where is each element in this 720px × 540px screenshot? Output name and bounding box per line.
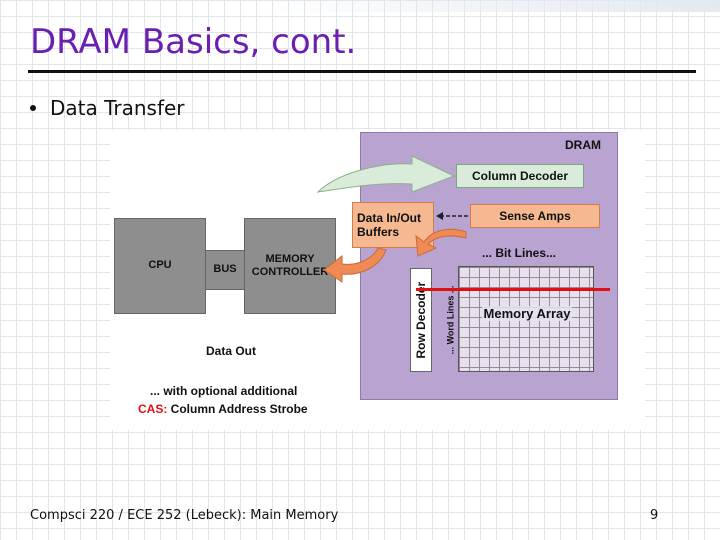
bus-box: BUS [206,250,244,290]
diagram-arrows [316,155,468,283]
bullet-text: Data Transfer [50,96,185,120]
bit-lines-label: ... Bit Lines... [482,246,557,260]
sense-to-buffer-arrow [415,228,467,257]
column-address-arrow [316,155,456,193]
memory-array-label: Memory Array [482,306,572,321]
bullet-item: Data Transfer [30,96,185,120]
page-number: 9 [650,508,659,523]
top-decorative-band [260,0,720,12]
row-decoder-box: Row Decoder [410,268,432,372]
cas-full: Column Address Strobe [167,402,308,416]
cpu-box: CPU [114,218,206,314]
slide-title: DRAM Basics, cont. [30,22,357,62]
cas-abbrev: CAS: [138,402,168,416]
dram-diagram: DRAM CPU BUS MEMORY CONTROLLER Column De… [110,130,645,430]
sense-amps-box: Sense Amps [470,204,600,228]
memory-controller-box: MEMORY CONTROLLER [244,218,336,314]
cas-note: CAS: Column Address Strobe [138,402,308,416]
title-divider [28,70,696,73]
bullet-dot-icon [30,105,36,111]
data-out-label: Data Out [206,344,257,358]
slide-footer: Compsci 220 / ECE 252 (Lebeck): Main Mem… [30,508,339,523]
buffer-link-arrowhead [436,212,443,220]
selected-row-line [416,288,610,291]
optional-note: ... with optional additional [150,384,298,398]
data-out-arrow [323,247,387,283]
dram-label: DRAM [565,138,601,152]
column-decoder-box: Column Decoder [456,164,584,188]
